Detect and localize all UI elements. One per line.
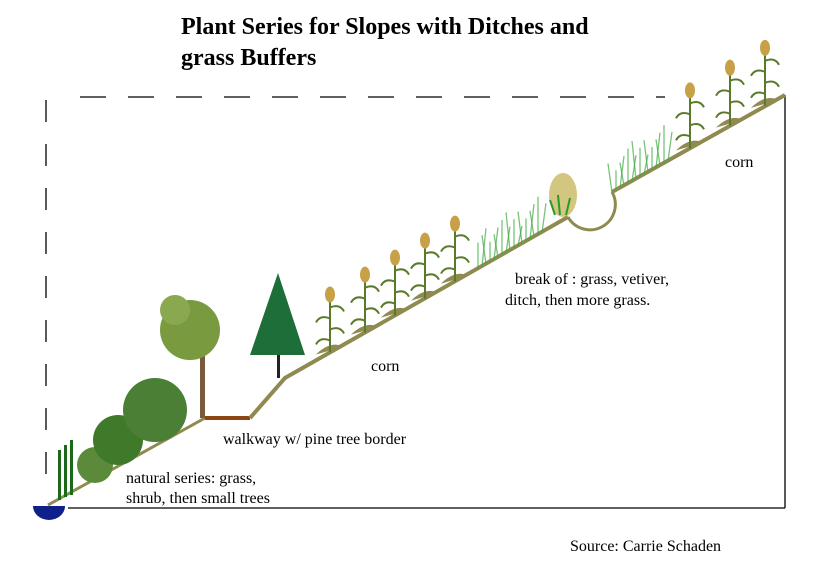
grass-blade — [631, 140, 637, 180]
middle-slope — [248, 215, 569, 420]
corn-plant-icon — [410, 232, 440, 301]
natural-label-line-1: natural series: grass, — [126, 470, 257, 487]
corn-label-upper: corn — [725, 154, 754, 171]
grass-blade — [505, 212, 511, 251]
corn-plant-icon — [715, 59, 745, 128]
grass-blade — [517, 211, 523, 244]
corn-plant-icon — [675, 82, 705, 151]
grass-blade — [619, 162, 625, 186]
grass-blade — [643, 140, 649, 173]
vetiver-icon — [549, 173, 577, 217]
grass-blade — [631, 155, 637, 182]
natural-label-line-2: shrub, then small trees — [126, 490, 270, 507]
frame — [45, 95, 786, 509]
corn-plant-icon — [315, 286, 345, 355]
corn-label-lower: corn — [371, 358, 400, 375]
grass-blade — [667, 131, 673, 161]
corn-plant-icon — [750, 39, 780, 108]
grass-blade — [481, 234, 487, 265]
walkway-label: walkway w/ pine tree border — [223, 431, 407, 448]
break-label-line-2: ditch, then more grass. — [505, 292, 651, 309]
grass-blade — [541, 203, 547, 233]
grass-blade — [529, 210, 535, 237]
ditch — [566, 191, 617, 232]
corn-plant-icon — [350, 266, 380, 335]
title-line-2: grass Buffers — [181, 45, 317, 71]
break-label-line-1: break of : grass, vetiver, — [515, 271, 669, 288]
grass-blade — [607, 163, 613, 193]
corn-rows — [315, 39, 780, 355]
grass-buffers — [477, 125, 673, 269]
diagram-title: Plant Series for Slopes with Ditches and… — [181, 12, 701, 74]
grass-blade — [643, 154, 649, 175]
title-line-1: Plant Series for Slopes with Ditches and — [181, 14, 589, 40]
grass-blade — [493, 234, 499, 258]
pine-tree-icon — [250, 273, 305, 378]
source-credit: Source: Carrie Schaden — [570, 538, 722, 555]
natural-series-label: natural series: grass, shrub, then small… — [126, 469, 270, 509]
grass-blade — [505, 226, 511, 253]
corn-plant-icon — [440, 215, 470, 284]
natural-series-plants — [58, 295, 220, 500]
water-pool-icon — [33, 506, 65, 520]
grass-blade — [655, 139, 661, 166]
grass-blade — [517, 225, 523, 247]
corn-plant-icon — [380, 249, 410, 318]
